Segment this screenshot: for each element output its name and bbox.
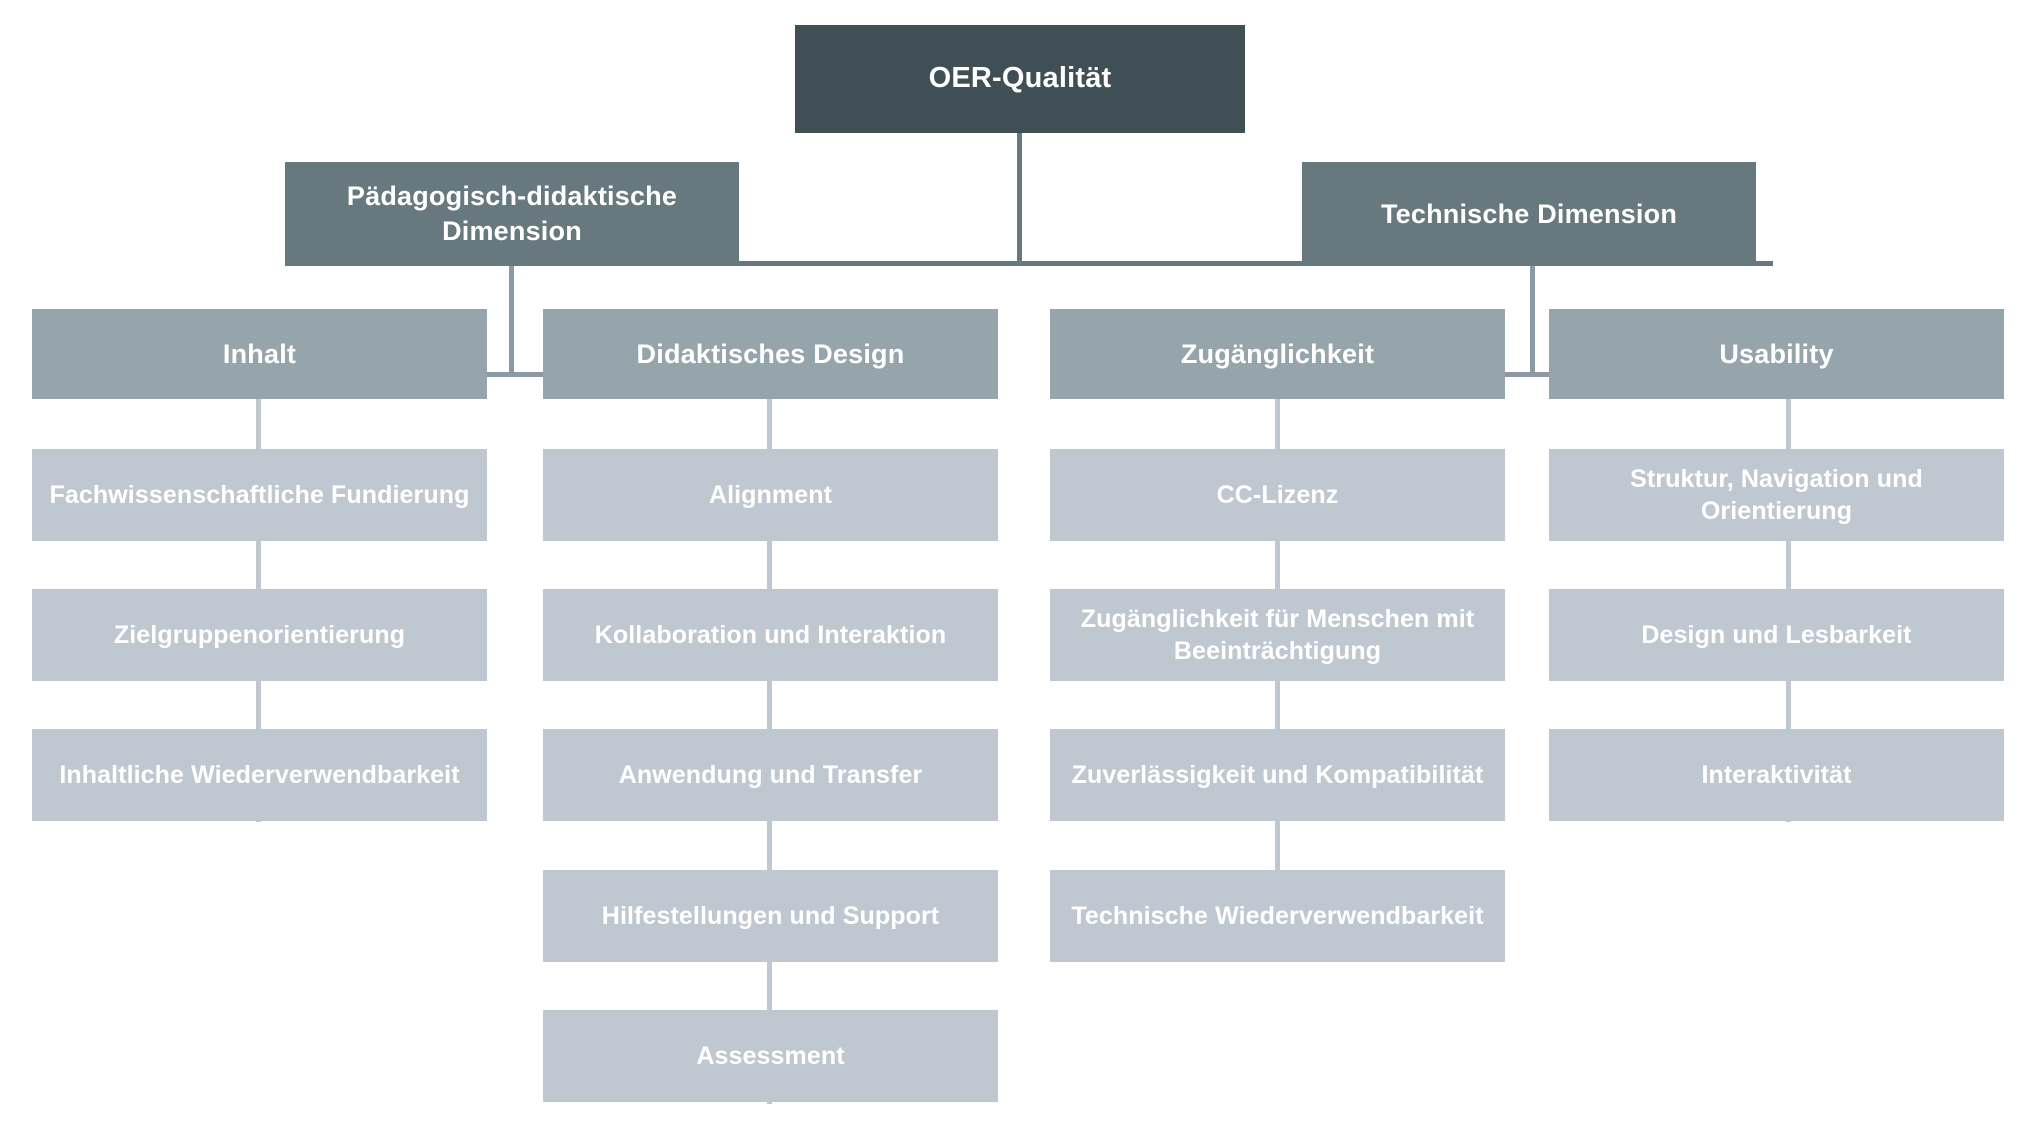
node-category-didaktisches-design[interactable]: Didaktisches Design (543, 309, 998, 399)
node-label: OER-Qualität (928, 62, 1112, 95)
node-criterion-cc-lizenz[interactable]: CC-Lizenz (1050, 449, 1505, 541)
connector-right-dimension-stem (1530, 265, 1535, 376)
node-criterion-zuverlaessigkeit-und-kompatibilitaet[interactable]: Zuverlässigkeit und Kompatibilität (1050, 729, 1505, 821)
node-dimension-paedagogisch-didaktisch[interactable]: Pädagogisch-didaktische Dimension (285, 162, 739, 266)
node-criterion-kollaboration-und-interaktion[interactable]: Kollaboration und Interaktion (543, 589, 998, 681)
node-label: Hilfestellungen und Support (601, 902, 940, 930)
node-label: Zuverlässigkeit und Kompatibilität (1071, 761, 1484, 789)
node-label: Inhaltliche Wiederverwendbarkeit (59, 761, 460, 789)
connector-left-categories-bar (258, 372, 770, 377)
node-criterion-struktur-navigation-orientierung[interactable]: Struktur, Navigation und Orientierung (1549, 449, 2004, 541)
connector-right-categories-bar (1277, 372, 1789, 377)
node-label: Zugänglichkeit (1180, 338, 1375, 369)
connector-root-stem (1017, 133, 1022, 265)
node-category-inhalt[interactable]: Inhalt (32, 309, 487, 399)
node-criterion-assessment[interactable]: Assessment (543, 1010, 998, 1102)
node-label: Assessment (696, 1042, 845, 1070)
node-label: Zugänglichkeit für Menschen mit Beeinträ… (1080, 605, 1475, 665)
connector-dimensions-bar (737, 261, 1773, 266)
node-label: CC-Lizenz (1216, 481, 1339, 509)
node-criterion-zugaenglichkeit-beeintraechtigung[interactable]: Zugänglichkeit für Menschen mit Beeinträ… (1050, 589, 1505, 681)
node-category-usability[interactable]: Usability (1549, 309, 2004, 399)
node-criterion-zielgruppenorientierung[interactable]: Zielgruppenorientierung (32, 589, 487, 681)
node-label: Alignment (708, 481, 833, 509)
node-label: Struktur, Navigation und Orientierung (1630, 465, 1923, 525)
node-criterion-inhaltliche-wiederverwendbarkeit[interactable]: Inhaltliche Wiederverwendbarkeit (32, 729, 487, 821)
node-criterion-hilfestellungen-und-support[interactable]: Hilfestellungen und Support (543, 870, 998, 962)
node-category-zugaenglichkeit[interactable]: Zugänglichkeit (1050, 309, 1505, 399)
connector-left-dimension-stem (509, 265, 514, 376)
node-label: Anwendung und Transfer (618, 761, 923, 789)
node-label: Inhalt (222, 338, 297, 369)
node-criterion-alignment[interactable]: Alignment (543, 449, 998, 541)
node-label: Pädagogisch-didaktische Dimension (346, 181, 678, 246)
node-criterion-technische-wiederverwendbarkeit[interactable]: Technische Wiederverwendbarkeit (1050, 870, 1505, 962)
node-label: Usability (1719, 338, 1834, 369)
node-label: Interaktivität (1701, 761, 1852, 789)
node-root-oer-qualitaet[interactable]: OER-Qualität (795, 25, 1245, 133)
node-criterion-fachwissenschaftliche-fundierung[interactable]: Fachwissenschaftliche Fundierung (32, 449, 487, 541)
node-criterion-interaktivitaet[interactable]: Interaktivität (1549, 729, 2004, 821)
node-label: Zielgruppenorientierung (113, 621, 406, 649)
node-label: Fachwissenschaftliche Fundierung (49, 481, 470, 509)
node-criterion-design-und-lesbarkeit[interactable]: Design und Lesbarkeit (1549, 589, 2004, 681)
node-label: Kollaboration und Interaktion (594, 621, 947, 649)
node-label: Technische Dimension (1380, 198, 1678, 229)
node-label: Design und Lesbarkeit (1641, 621, 1912, 649)
node-criterion-anwendung-und-transfer[interactable]: Anwendung und Transfer (543, 729, 998, 821)
node-label: Didaktisches Design (636, 338, 905, 369)
node-dimension-technisch[interactable]: Technische Dimension (1302, 162, 1756, 266)
node-label: Technische Wiederverwendbarkeit (1071, 902, 1484, 930)
